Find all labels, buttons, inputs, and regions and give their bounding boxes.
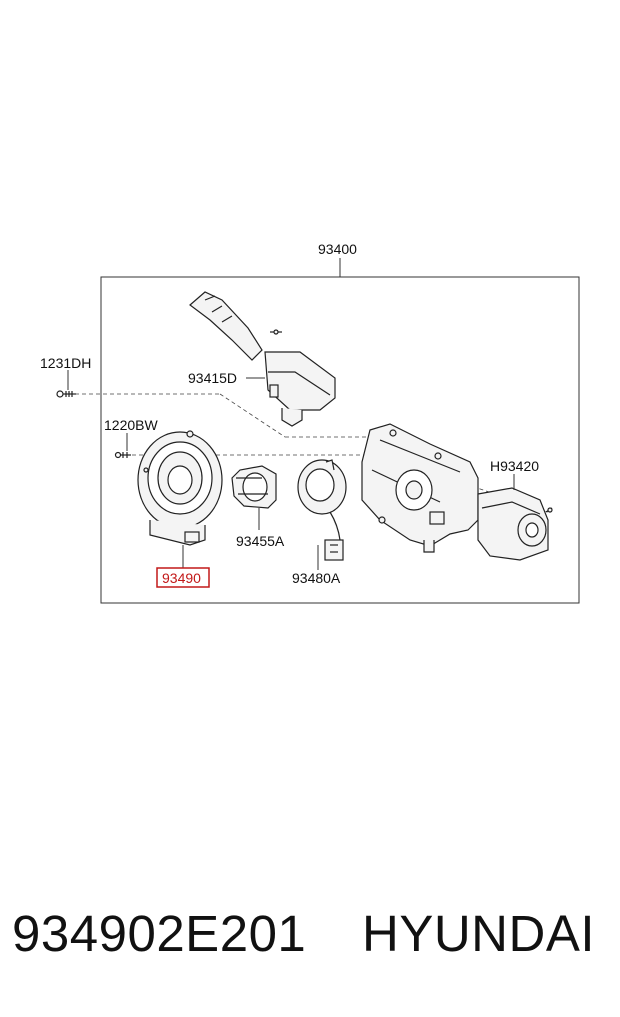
wiper-switch-h93420 (477, 487, 553, 561)
parts-diagram: 93400 1231DH 93415D 1220BW H93420 93455A… (40, 241, 580, 604)
bolt-1231dh (56, 390, 76, 398)
label-assembly: 93400 (318, 241, 357, 257)
bolt-1220bw (114, 451, 131, 459)
label-bolt-mid: 1220BW (104, 417, 158, 433)
clock-spring-93490 (137, 430, 223, 546)
column-bracket (361, 423, 479, 553)
label-sensor: 93480A (292, 570, 341, 586)
label-switch: 93415D (188, 370, 237, 386)
switch-stalk (189, 291, 336, 427)
label-clock-spring: 93490 (162, 570, 201, 586)
highlight-box-93490 (156, 567, 210, 588)
ring-93455a (231, 465, 277, 509)
label-ring: 93455A (236, 533, 285, 549)
label-wiper-switch: H93420 (490, 458, 539, 474)
part-number: 934902E201 (12, 905, 307, 962)
sensor-93480a (297, 459, 347, 561)
label-bolt-top: 1231DH (40, 355, 91, 371)
brand-name: HYUNDAI (362, 905, 596, 962)
